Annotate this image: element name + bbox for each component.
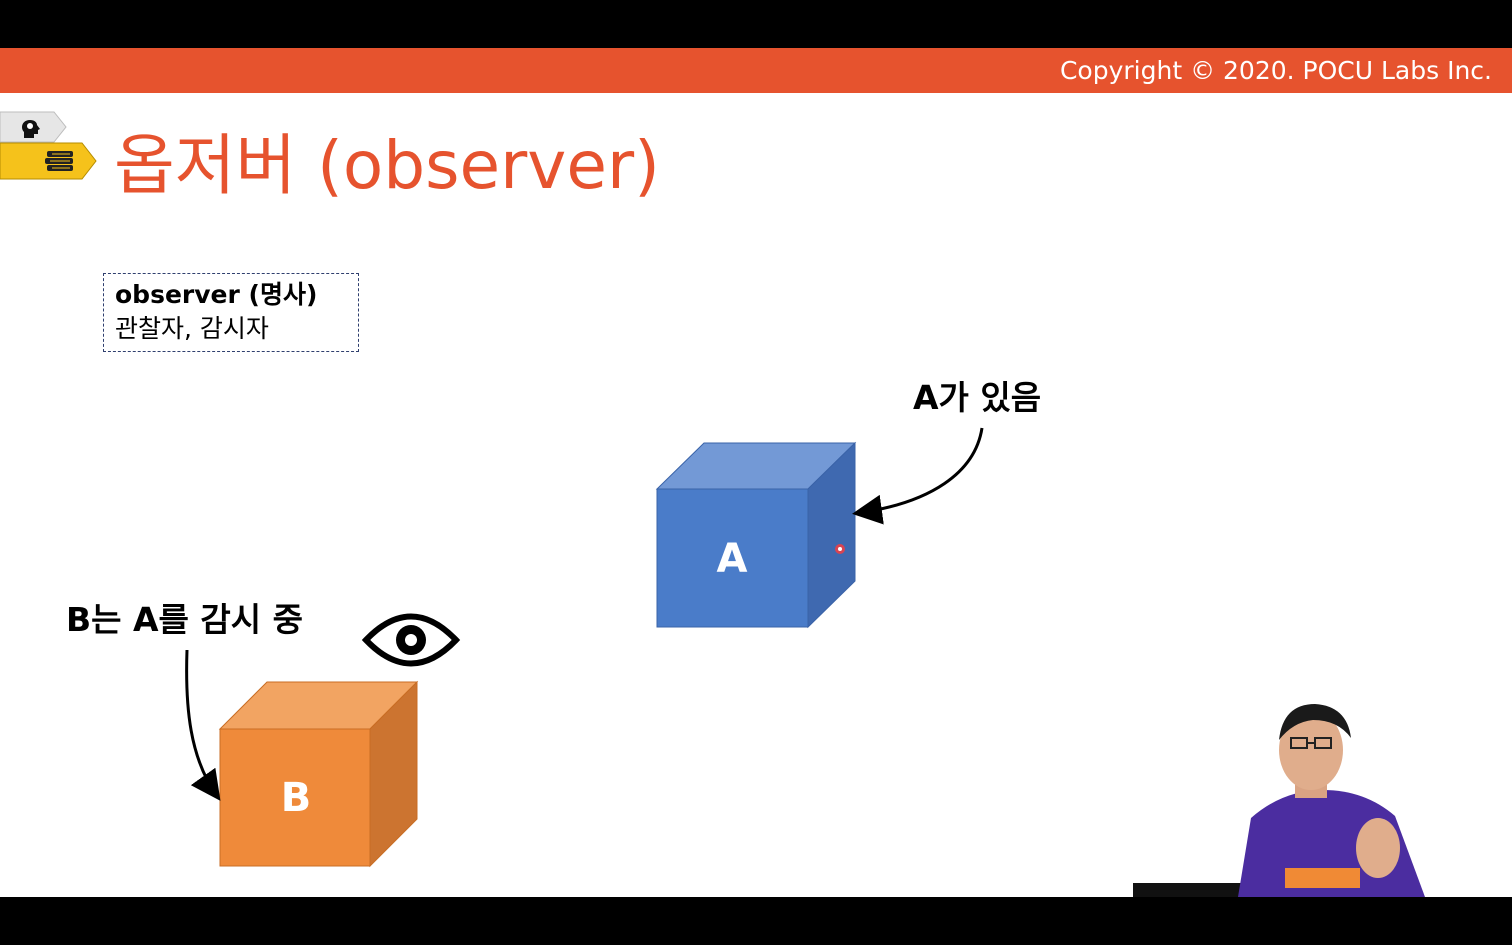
definition-term: observer (명사) [115, 280, 318, 309]
cube-a-letter: A [717, 536, 748, 582]
video-letterbox-bottom [0, 897, 1512, 945]
eye-icon [361, 613, 461, 667]
video-letterbox-top [0, 0, 1512, 48]
header-banner: Copyright © 2020. POCU Labs Inc. [0, 48, 1512, 93]
presenter-video [1133, 704, 1425, 897]
definition-box: observer (명사) 관찰자, 감시자 [103, 273, 359, 352]
diagram-canvas: A B [185, 427, 984, 868]
presentation-slide: Copyright © 2020. POCU Labs Inc. 옵저버 (ob… [0, 48, 1512, 897]
cube-a: A [655, 441, 857, 629]
books-stack-icon [0, 142, 97, 180]
brain-head-icon [0, 111, 67, 143]
label-b-watching: B는 A를 감시 중 [66, 600, 303, 639]
cube-b: B [218, 680, 419, 868]
laser-pointer [835, 544, 845, 554]
cube-b-letter: B [281, 775, 312, 821]
copyright-text: Copyright © 2020. POCU Labs Inc. [1059, 56, 1492, 85]
definition-meaning: 관찰자, 감시자 [115, 314, 269, 343]
arrow-to-cube-b [185, 649, 221, 801]
arrow-to-cube-a [852, 427, 984, 525]
label-a-exists: A가 있음 [913, 378, 1042, 417]
slide-title: 옵저버 (observer) [114, 127, 660, 204]
